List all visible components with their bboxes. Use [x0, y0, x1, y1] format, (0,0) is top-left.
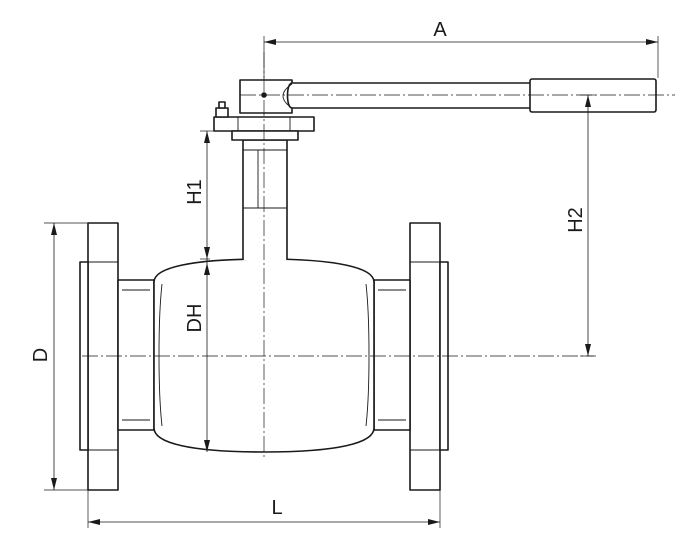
label-h1: H1 — [184, 179, 206, 205]
dimension-a — [263, 36, 659, 78]
dimension-h2 — [580, 94, 596, 357]
body-weld-right — [365, 283, 370, 427]
dimension-l — [87, 490, 441, 528]
label-h2: H2 — [565, 207, 587, 233]
dimension-h1 — [200, 130, 216, 260]
right-flange — [373, 222, 449, 491]
dimension-dh — [204, 259, 210, 452]
body-weld-left — [158, 283, 163, 427]
left-flange — [79, 222, 155, 491]
lever-handle — [239, 78, 657, 114]
dimension-d — [44, 222, 88, 491]
stem-neck — [242, 139, 288, 260]
label-d: D — [30, 348, 52, 362]
label-l: L — [271, 497, 282, 519]
label-dh: DH — [184, 304, 206, 333]
label-a: A — [433, 19, 447, 41]
